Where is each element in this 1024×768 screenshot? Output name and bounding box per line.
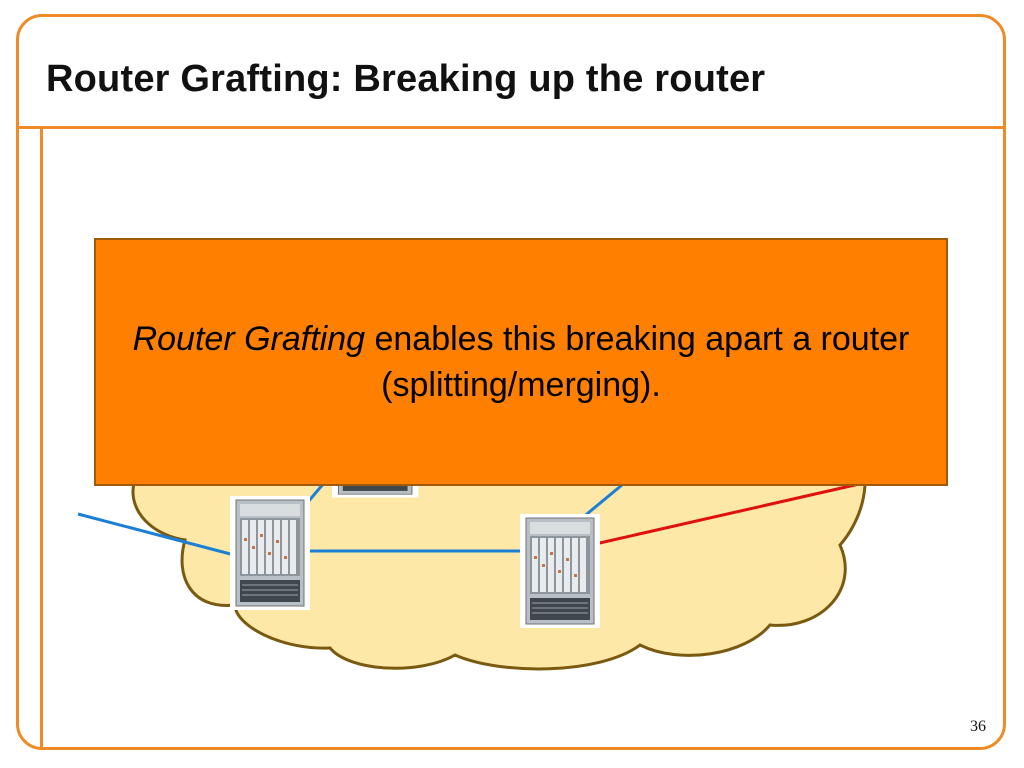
router-chassis-icon [229,495,311,611]
callout-emphasis: Router Grafting [132,320,366,358]
page-number: 36 [970,718,986,735]
router-chassis-icon [519,513,601,629]
page-title: Router Grafting: Breaking up the router [46,58,766,100]
callout-body: enables this breaking apart a router (sp… [365,320,910,404]
grafted-link [581,480,869,549]
external-link-left [77,512,239,558]
title-divider [16,126,1006,129]
left-margin-rule [40,128,43,748]
callout-text: Router Grafting enables this breaking ap… [120,316,922,408]
slide-frame [16,14,1006,750]
callout-box: Router Grafting enables this breaking ap… [94,238,948,486]
